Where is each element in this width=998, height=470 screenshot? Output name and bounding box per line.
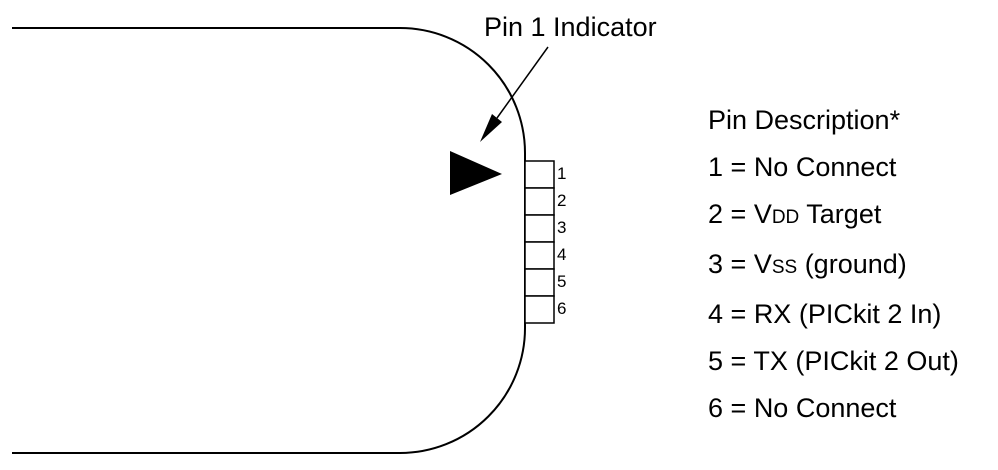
equals-sign: = [723, 152, 754, 182]
connector-pin-box [524, 160, 555, 189]
equals-sign: = [723, 393, 754, 423]
pin-function: No Connect [753, 393, 897, 423]
connector-pin-box [524, 241, 555, 270]
equals-sign: = [723, 199, 754, 229]
pin-description-row: 5 = TX (PICkit 2 Out) [708, 338, 959, 385]
device-body-outline [12, 27, 526, 454]
pin-function: No Connect [753, 152, 897, 182]
pin-function-subscript: DD [771, 207, 800, 228]
connector-header: 1 2 3 4 5 6 [524, 160, 566, 324]
pin-description-row: 6 = No Connect [708, 385, 959, 432]
pin-function-subscript: SS [771, 257, 798, 278]
connector-pin-number: 2 [557, 191, 566, 210]
connector-pin-number: 5 [557, 272, 566, 291]
pin-function: V [753, 249, 772, 279]
pin-function-suffix: (ground) [797, 249, 907, 279]
connector-pin-number: 3 [557, 218, 566, 237]
pin-function: V [753, 199, 772, 229]
pin-function: TX (PICkit 2 Out) [753, 346, 959, 376]
pin-number: 3 [708, 249, 724, 279]
connector-pin-box [524, 295, 555, 324]
equals-sign: = [723, 299, 754, 329]
equals-sign: = [723, 249, 754, 279]
connector-pin-number: 4 [557, 245, 566, 264]
connector-pin-number: 6 [557, 299, 566, 318]
pin-description-row: 2 = VDD Target [708, 191, 959, 241]
callout-leader-line [496, 46, 549, 119]
pin1-indicator-label: Pin 1 Indicator [484, 12, 657, 42]
pin-number: 4 [708, 299, 724, 329]
pin1-indicator-triangle [450, 151, 502, 195]
connector-pin-box [524, 214, 555, 243]
pin-number: 5 [708, 346, 724, 376]
pin-description-title: Pin Description* [708, 105, 901, 135]
pin-function: RX (PICkit 2 In) [753, 299, 942, 329]
equals-sign: = [723, 346, 754, 376]
callout-arrowhead [480, 114, 502, 142]
pin-number: 1 [708, 152, 724, 182]
pin-description-row: 4 = RX (PICkit 2 In) [708, 291, 959, 338]
pin-description-row: 3 = VSS (ground) [708, 241, 959, 291]
pin-function-suffix: Target [799, 199, 882, 229]
connector-pin-box [524, 268, 555, 297]
connector-pin-box [524, 187, 555, 216]
connector-pin-number: 1 [557, 164, 566, 183]
pin-description-row: 1 = No Connect [708, 144, 959, 191]
pin-number: 2 [708, 199, 724, 229]
pin-number: 6 [708, 393, 724, 423]
